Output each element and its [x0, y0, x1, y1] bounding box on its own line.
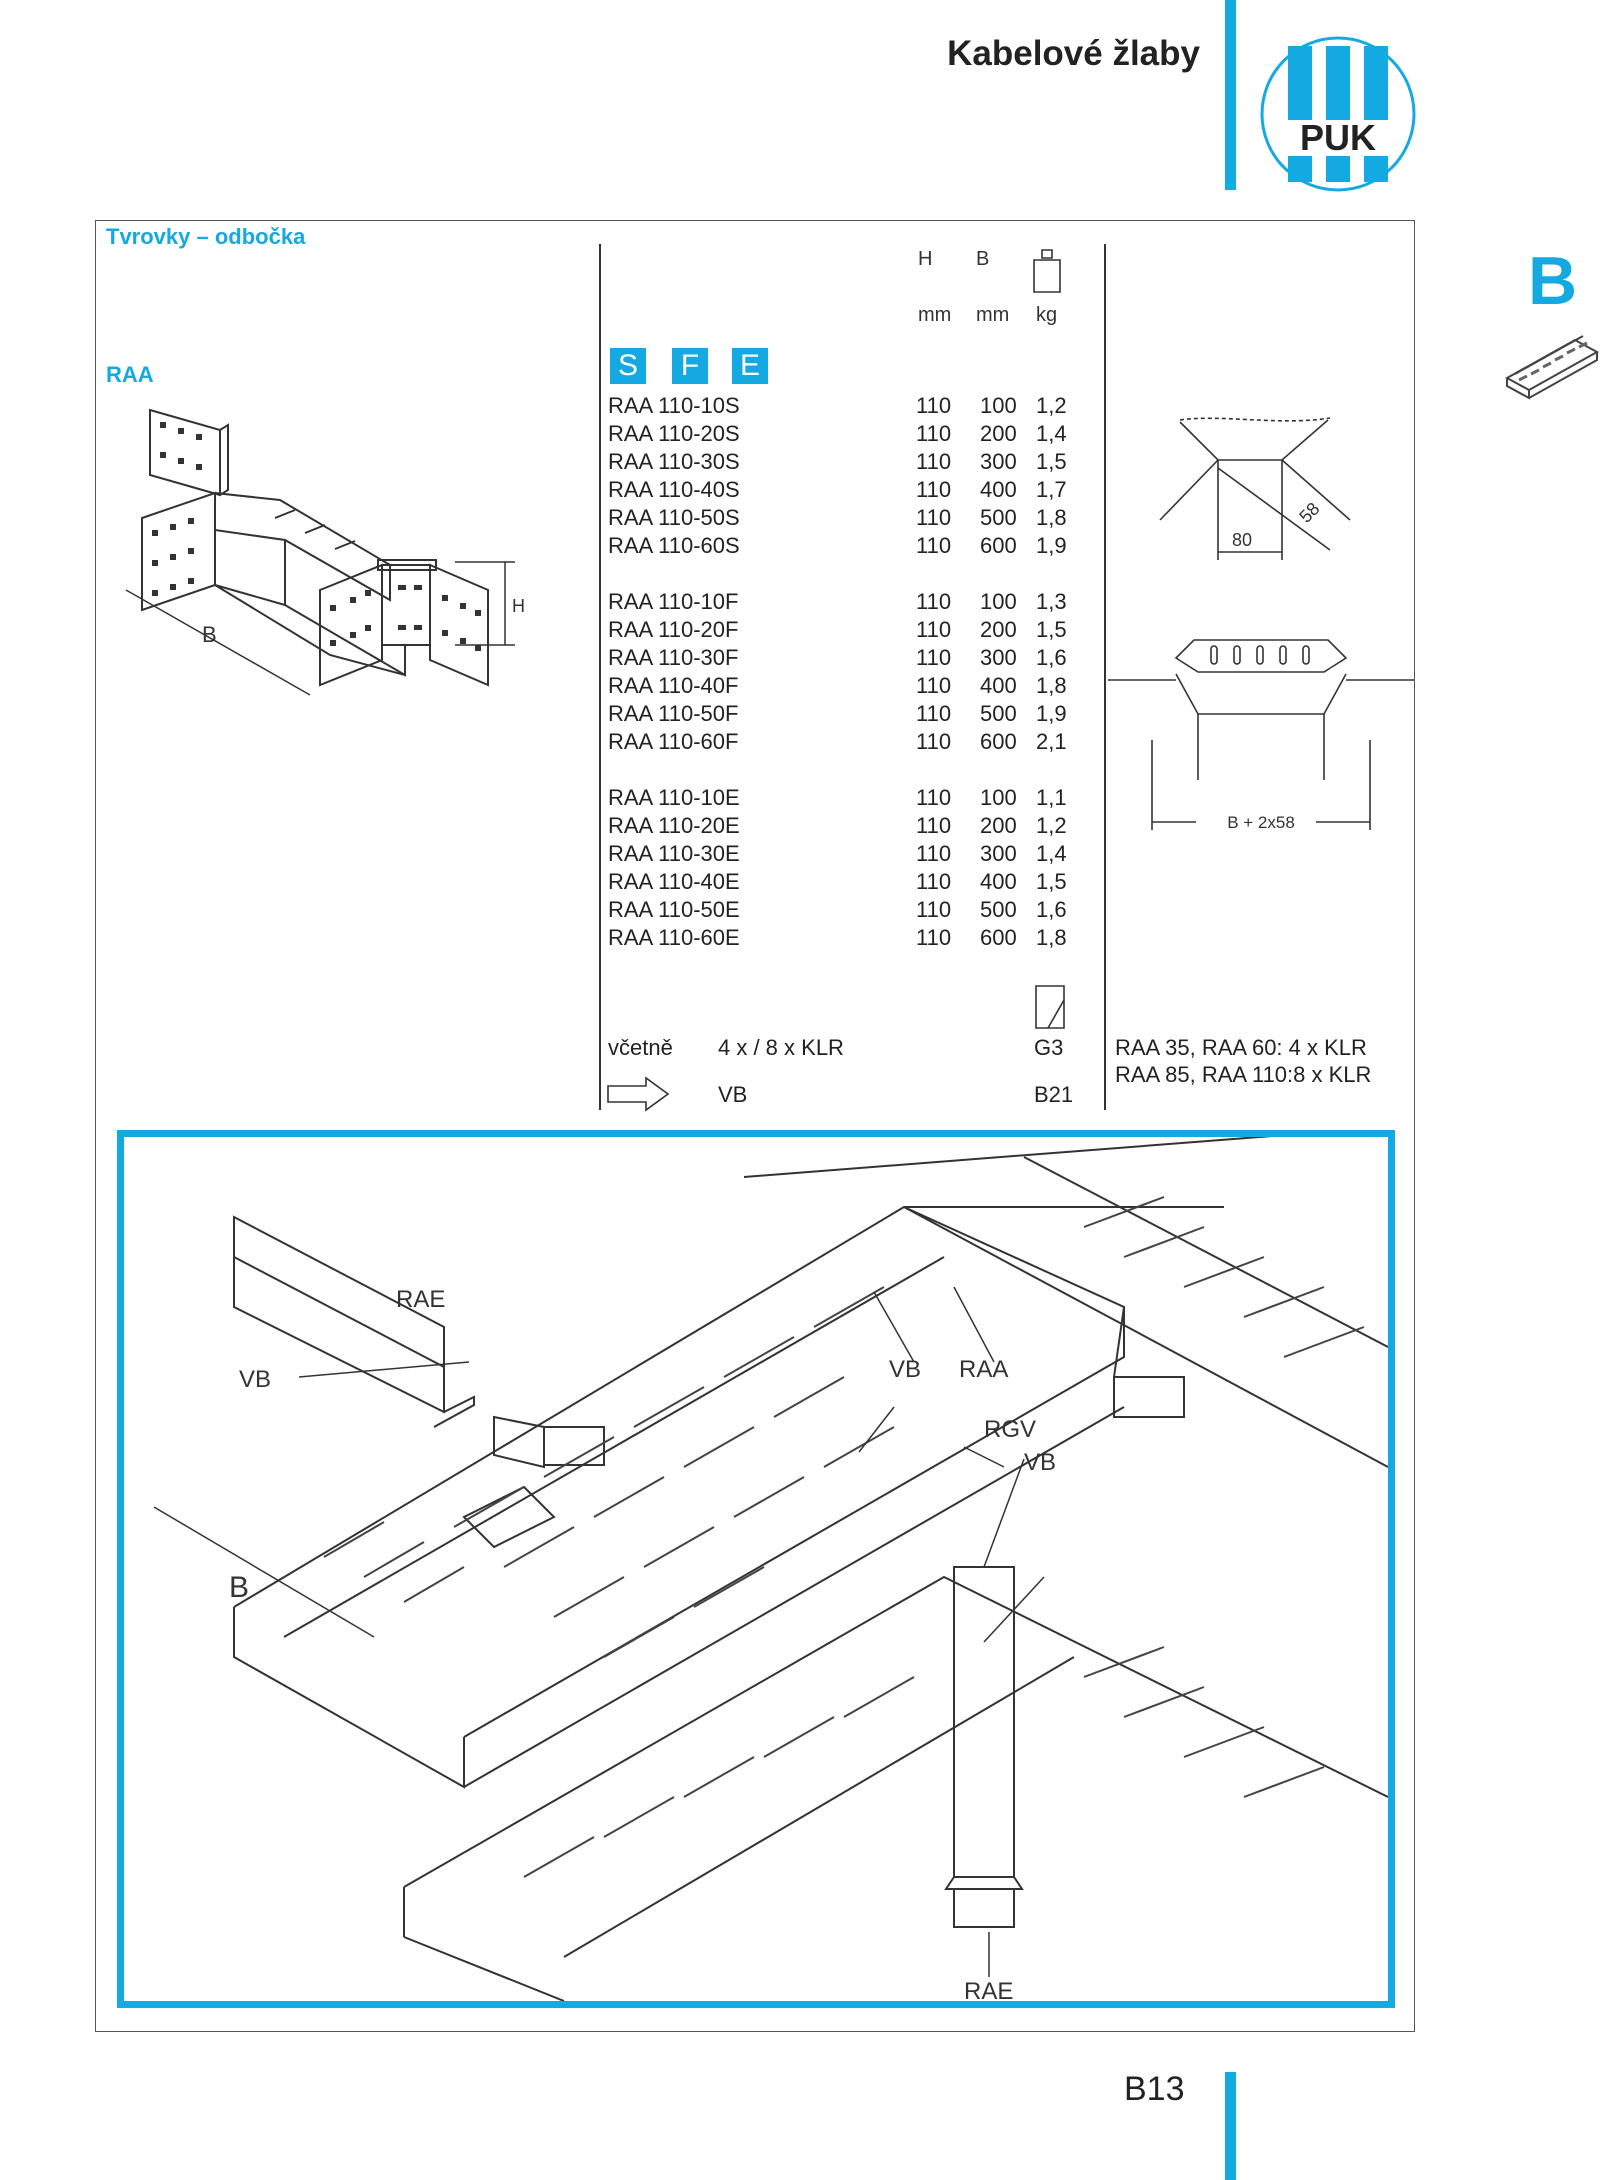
footer-accent-bar [1225, 2072, 1236, 2180]
installation-illustration: RAE VB VB RAA RGV VB B RAE [153, 1137, 1388, 2001]
page-title: Kabelové žlaby [947, 34, 1200, 73]
label-vb-mid: VB [889, 1356, 921, 1383]
width-formula: B + 2x58 [1227, 813, 1295, 832]
drawing-label-h: H [512, 596, 525, 616]
angle-dimension-drawing: 80 58 [1159, 417, 1351, 560]
side-tab-letter: B [1528, 243, 1578, 319]
unit-kg: kg [1036, 304, 1058, 326]
dimension-58: 58 [1295, 498, 1323, 526]
label-rae-top: RAE [396, 1286, 445, 1313]
weight-icon [1033, 249, 1061, 293]
width-dimension-drawing: B + 2x58 [1108, 639, 1414, 832]
product-label: RAA [106, 362, 154, 387]
label-vb-right: VB [1024, 1449, 1056, 1476]
includes-label: včetně [608, 1035, 673, 1060]
badge-s: S [610, 348, 646, 384]
puk-logo: PUK [1260, 36, 1416, 192]
note-line-2: RAA 85, RAA 110:8 x KLR [1115, 1062, 1372, 1087]
table-divider-right [1104, 244, 1106, 1110]
logo-text: PUK [1300, 117, 1376, 158]
note-line-1: RAA 35, RAA 60: 4 x KLR [1115, 1035, 1367, 1060]
includes-value: 4 x / 8 x KLR [718, 1035, 844, 1060]
unit-h: mm [918, 304, 952, 326]
section-title: Tvrovky – odbočka [106, 224, 306, 249]
column-header-b: B [976, 248, 990, 270]
page-ref-icon [1035, 985, 1065, 1029]
table-divider-left [599, 244, 601, 1110]
page-number: B13 [1124, 2070, 1185, 2108]
accessory-ref: B21 [1034, 1082, 1074, 1107]
badge-e: E [732, 348, 768, 384]
label-rgv: RGV [984, 1416, 1036, 1443]
main-frame [95, 220, 1415, 2032]
label-b: B [229, 1571, 249, 1604]
label-rae-bottom: RAE [964, 1978, 1013, 2001]
dimension-80: 80 [1232, 530, 1252, 550]
unit-b: mm [976, 304, 1010, 326]
includes-ref: G3 [1034, 1035, 1064, 1060]
column-header-h: H [918, 248, 933, 270]
label-vb-left: VB [239, 1366, 271, 1393]
arrow-right-icon [607, 1076, 670, 1112]
badge-f: F [672, 348, 708, 384]
header-accent-bar [1225, 0, 1236, 190]
product-drawing: B H [125, 408, 525, 696]
cable-tray-icon [1505, 335, 1600, 400]
illustration-frame: RAE VB VB RAA RGV VB B RAE [117, 1130, 1395, 2008]
drawing-label-b: B [202, 622, 217, 647]
label-raa: RAA [959, 1356, 1008, 1383]
accessory-value: VB [718, 1082, 748, 1107]
